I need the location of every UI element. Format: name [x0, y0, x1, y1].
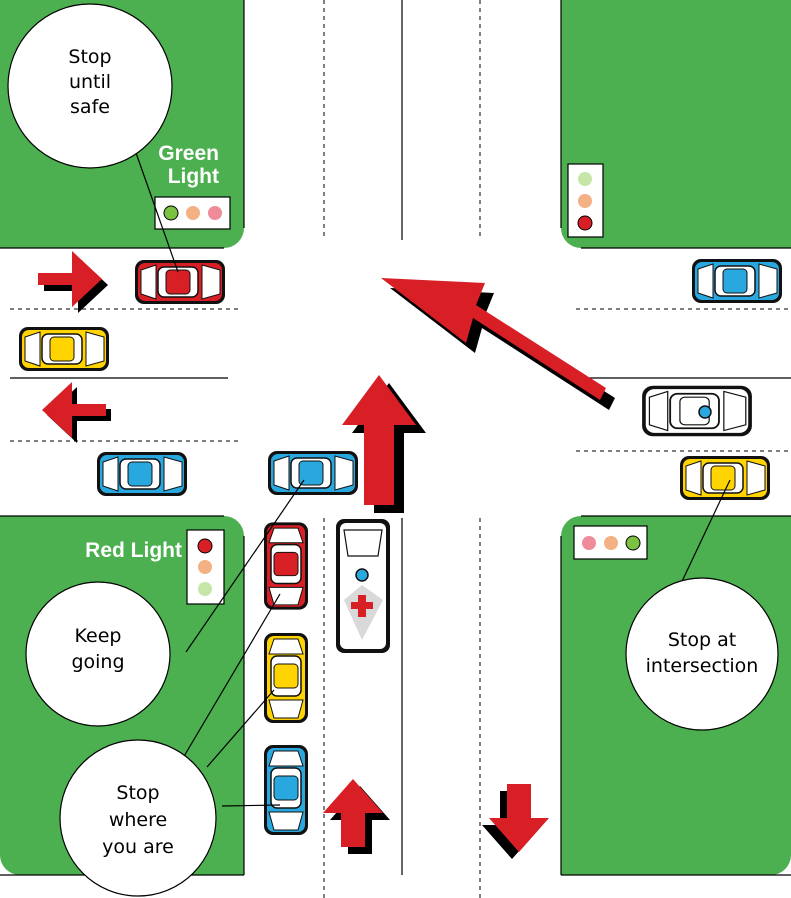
- arrow-northwest-large: [381, 278, 615, 410]
- arrow-south-bottom: [482, 784, 549, 859]
- car-yellow-east: [679, 455, 771, 501]
- traffic-light-south-west: [186, 529, 225, 605]
- red-light-label: Red Light: [85, 539, 182, 562]
- bubble-stop-until-safe-line3: safe: [70, 96, 110, 118]
- car-red-west-upper: [134, 259, 226, 305]
- car-blue-west-lower: [96, 451, 188, 497]
- bubble-keep-going-line2: going: [71, 651, 124, 673]
- bubble-stop-where-you-are-line3: you are: [102, 836, 174, 858]
- center-lines: [10, 0, 791, 875]
- traffic-light-south-east: [573, 525, 648, 560]
- callout-lines: [134, 149, 731, 807]
- bubble-stop-at-intersection-line1: Stop at: [668, 629, 736, 651]
- police-siren-icon: [698, 405, 712, 419]
- bubble-stop-until-safe: [7, 3, 173, 169]
- car-blue-south: [263, 744, 309, 836]
- bubble-keep-going: [25, 581, 171, 727]
- arrow-west-small: [42, 382, 111, 443]
- traffic-light-north-west: [154, 196, 231, 230]
- car-red-south: [263, 521, 309, 611]
- car-blue-east-upper: [691, 258, 783, 304]
- bubble-stop-where-you-are-line1: Stop: [116, 782, 159, 804]
- bubble-stop-until-safe-line1: Stop: [68, 46, 111, 68]
- bubble-keep-going-line1: Keep: [75, 625, 122, 647]
- siren-icon: [355, 568, 369, 582]
- bubble-stop-until-safe-line2: until: [69, 71, 111, 93]
- arrow-north-center: [342, 375, 426, 513]
- car-blue-center: [267, 450, 359, 496]
- car-police-east: [641, 384, 753, 438]
- traffic-light-north-east: [567, 163, 604, 238]
- car-yellow-west: [18, 326, 110, 372]
- lane-dashes: [10, 0, 791, 898]
- arrow-north-bottom: [323, 779, 390, 854]
- bubble-stop-at-intersection-line2: intersection: [646, 655, 759, 677]
- ambulance: [336, 519, 390, 653]
- bubble-stop-at-intersection: [625, 577, 779, 731]
- bubble-stop-where-you-are-line2: where: [109, 809, 167, 831]
- green-light-label-line2: Light: [168, 165, 219, 188]
- car-yellow-south: [263, 632, 309, 724]
- bubble-stop-where-you-are: [59, 739, 217, 897]
- green-light-label-line1: Green: [158, 142, 219, 165]
- grass-north-east: [561, 0, 791, 248]
- arrow-east-small: [38, 251, 108, 313]
